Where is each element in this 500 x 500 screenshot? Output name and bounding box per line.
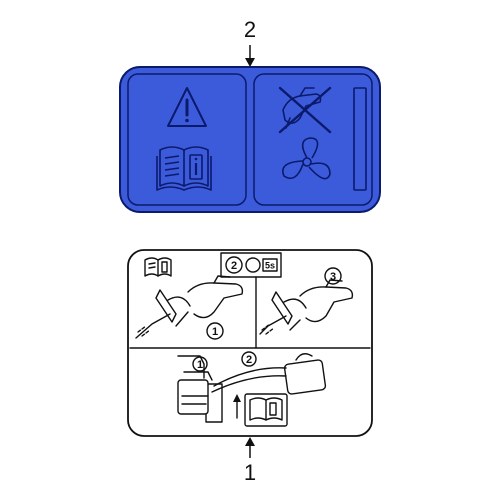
- header-box: [220, 252, 282, 278]
- right-panel-step-circle: [324, 267, 342, 285]
- small-manual-icon: [144, 257, 172, 277]
- header-step-number: 2: [231, 260, 237, 272]
- header-small-box: [262, 258, 278, 272]
- warning-triangle-icon: [167, 87, 207, 127]
- left-panel-step-circle: [206, 322, 224, 340]
- header-step-circle: [225, 256, 243, 274]
- right-panel-step-number: 3: [330, 271, 336, 283]
- callout-1-arrowhead: [245, 437, 255, 446]
- no-fuel-nozzle-icon: [278, 86, 332, 134]
- callout-2-number: 2: [244, 17, 256, 42]
- bottom-manual-icon: [244, 393, 288, 427]
- read-manual-icon: [156, 146, 212, 191]
- callout-1-number: 1: [244, 460, 256, 485]
- callout-2-arrowhead: [245, 58, 255, 67]
- part-2-right-panel: [253, 73, 373, 206]
- bottom-fuel-can-drawing: [211, 353, 327, 395]
- bottom-step-1-circle: [192, 356, 208, 372]
- left-panel-nozzle-drawing: [135, 275, 244, 339]
- header-blank-circle: [245, 257, 261, 273]
- part-2-label: [119, 66, 381, 213]
- bottom-tank-drawing: [177, 355, 223, 423]
- part-1-label: [127, 249, 373, 437]
- part-1-body: [127, 249, 373, 437]
- vertical-bar-icon: [353, 87, 367, 191]
- part-2-left-panel: [127, 73, 247, 206]
- bottom-step-2-circle: [241, 351, 257, 367]
- header-suffix-text: 5s: [265, 261, 275, 271]
- fan-icon: [282, 137, 331, 180]
- bottom-arrow-up: [233, 394, 241, 419]
- left-panel-step-number: 1: [212, 326, 218, 338]
- bottom-step-1-number: 1: [197, 359, 203, 371]
- right-panel-nozzle-drawing: [259, 279, 354, 335]
- bottom-step-2-number: 2: [246, 354, 252, 366]
- part-2-body: [119, 66, 381, 213]
